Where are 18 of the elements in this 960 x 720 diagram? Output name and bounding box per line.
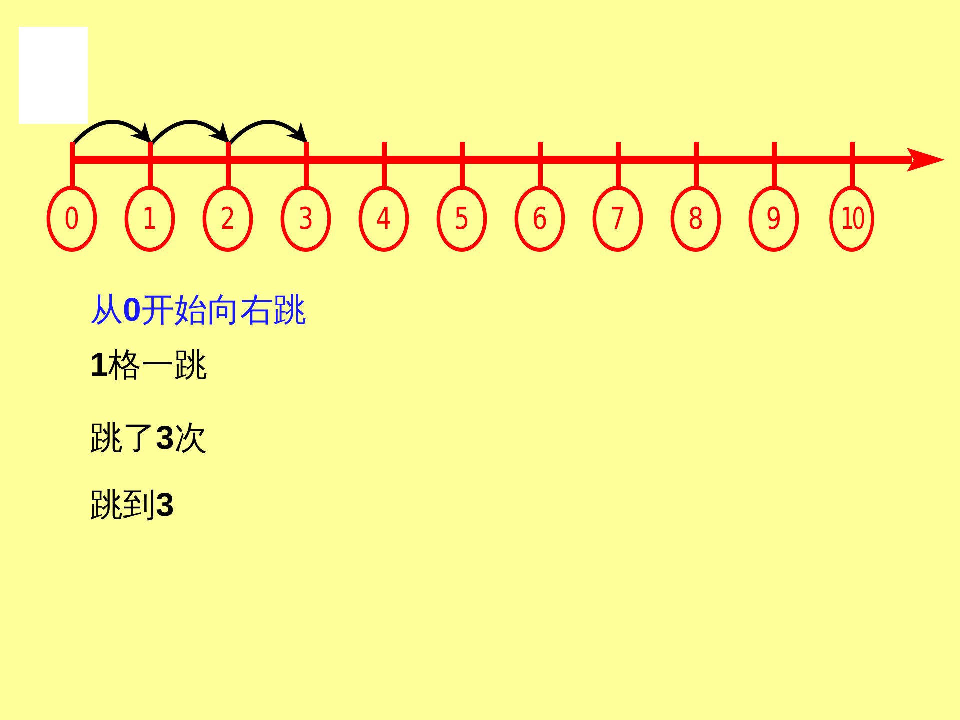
circled-number: 2: [202, 186, 254, 252]
circled-number: 4: [358, 186, 410, 252]
circled-number: 6: [514, 186, 566, 252]
circled-number: 9: [748, 186, 800, 252]
instruction-text: 1格一跳: [90, 345, 208, 385]
instruction-text: 跳了3次: [90, 418, 208, 458]
circled-number: 5: [436, 186, 488, 252]
circled-number: 7: [592, 186, 644, 252]
circled-number: 8: [670, 186, 722, 252]
circled-number: 3: [280, 186, 332, 252]
circled-number: 0: [46, 186, 98, 252]
jump-arrow: [226, 120, 308, 148]
instruction-text: 从0开始向右跳: [90, 290, 306, 330]
circled-number: 10: [830, 186, 874, 252]
circled-number: 1: [124, 186, 176, 252]
instruction-text: 跳到3: [90, 485, 174, 525]
jump-arrow: [70, 120, 152, 148]
jump-arrow: [148, 120, 230, 148]
